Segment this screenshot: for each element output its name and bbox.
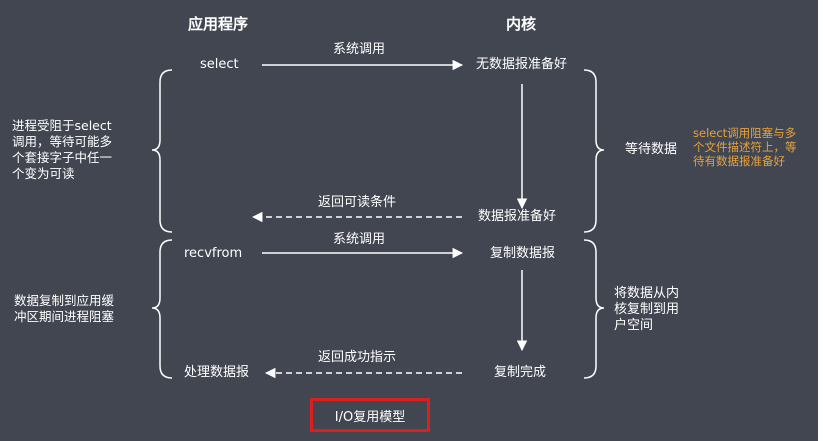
copy-datagram-label: 复制数据报 [490, 246, 556, 261]
process-datagram-label: 处理数据报 [184, 365, 250, 380]
select-syscall-label: 系统调用 [333, 42, 386, 57]
copy-block-note: 数据复制到应用缓 冲区期间进程阻塞 [14, 293, 115, 324]
datagram-ready-label: 数据报准备好 [478, 209, 557, 224]
recvfrom-syscall-label: 系统调用 [333, 232, 386, 247]
right-brace-phase2 [583, 239, 605, 379]
copy-complete-label: 复制完成 [494, 365, 547, 380]
recvfrom-call-label: recvfrom [184, 246, 243, 261]
copy-to-userspace-label: 将数据从内 核复制到用 户空间 [614, 286, 680, 333]
left-brace-phase1 [151, 69, 173, 233]
select-block-annotation: select调用阻塞与多 个文件描述符上，等 待有数据报准备好 [693, 126, 797, 168]
return-success-label: 返回成功指示 [318, 350, 397, 365]
left-brace-phase2 [151, 239, 173, 379]
no-datagram-ready-label: 无数据报准备好 [476, 57, 568, 72]
select-block-note: 进程受阻于select 调用，等待可能多 个套接字子中任一 个变为可读 [12, 118, 113, 181]
app-column-header: 应用程序 [188, 15, 249, 33]
wait-data-label: 等待数据 [625, 142, 678, 157]
model-caption-text: I/O复用模型 [334, 409, 406, 425]
right-brace-phase1 [583, 69, 605, 233]
model-caption: I/O复用模型 [310, 398, 430, 432]
select-call-label: select [200, 57, 239, 72]
return-readable-label: 返回可读条件 [318, 195, 397, 210]
kernel-column-header: 内核 [506, 15, 537, 33]
